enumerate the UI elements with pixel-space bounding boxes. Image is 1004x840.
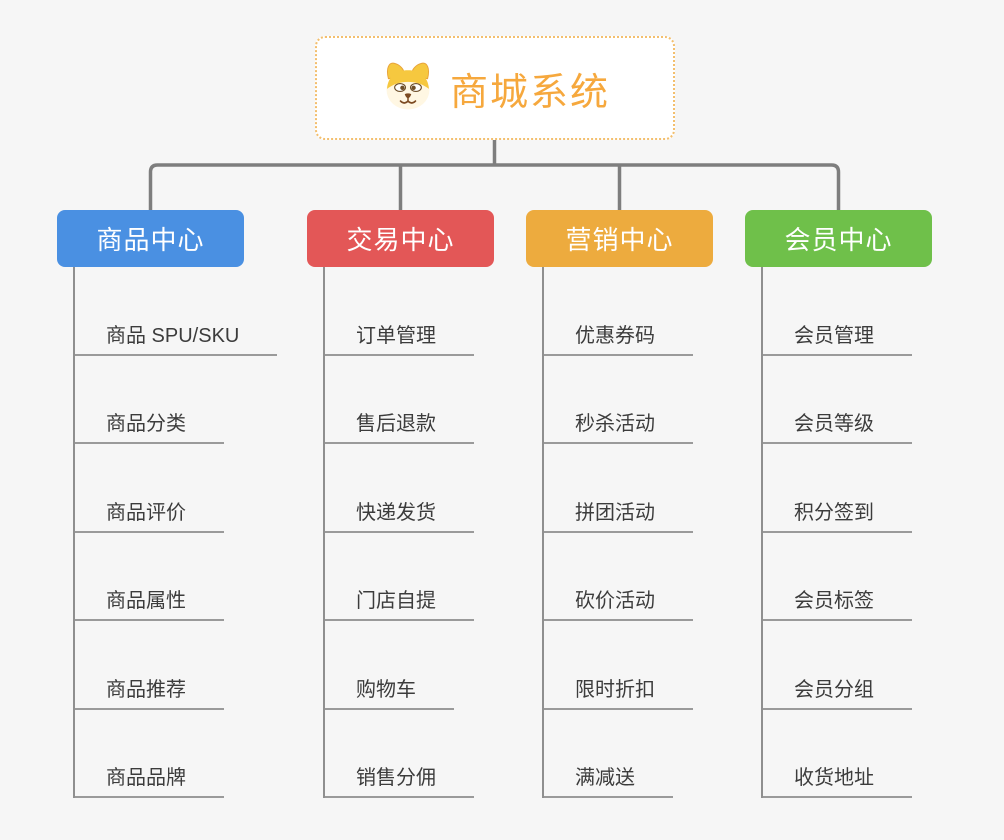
- leaf-column-marketing: 优惠券码 秒杀活动 拼团活动 砍价活动 限时折扣 满减送: [542, 267, 693, 798]
- leaf-node[interactable]: 购物车: [325, 621, 454, 710]
- branch-trade-center[interactable]: 交易中心: [307, 210, 494, 267]
- leaf-node[interactable]: 商品属性: [75, 533, 224, 621]
- leaf-node[interactable]: 商品品牌: [75, 710, 224, 798]
- branch-member-center[interactable]: 会员中心: [745, 210, 932, 267]
- branch-label: 营销中心: [565, 225, 674, 255]
- leaf-node[interactable]: 收货地址: [763, 710, 912, 798]
- leaf-node[interactable]: 门店自提: [325, 533, 474, 621]
- leaf-node[interactable]: 满减送: [544, 710, 673, 798]
- leaf-node[interactable]: 商品评价: [75, 444, 224, 533]
- branch-label: 会员中心: [784, 225, 893, 255]
- leaf-node[interactable]: 商品分类: [75, 356, 224, 444]
- leaf-column-trade: 订单管理 售后退款 快递发货 门店自提 购物车 销售分佣: [323, 267, 474, 798]
- leaf-node[interactable]: 拼团活动: [544, 444, 693, 533]
- leaf-node[interactable]: 售后退款: [325, 356, 474, 444]
- leaf-node[interactable]: 快递发货: [325, 444, 474, 533]
- branch-product-center[interactable]: 商品中心: [57, 210, 244, 267]
- leaf-column-member: 会员管理 会员等级 积分签到 会员标签 会员分组 收货地址: [761, 267, 912, 798]
- leaf-node[interactable]: 积分签到: [763, 444, 912, 533]
- leaf-node[interactable]: 销售分佣: [325, 710, 474, 798]
- branch-label: 交易中心: [346, 225, 455, 255]
- leaf-node[interactable]: 优惠券码: [544, 267, 693, 356]
- leaf-node[interactable]: 限时折扣: [544, 621, 693, 710]
- dog-face-icon: [386, 62, 430, 110]
- leaf-node[interactable]: 砍价活动: [544, 533, 693, 621]
- root-node[interactable]: 商城系统: [315, 36, 675, 140]
- leaf-column-product: 商品 SPU/SKU 商品分类 商品评价 商品属性 商品推荐 商品品牌: [73, 267, 278, 798]
- leaf-node[interactable]: 会员等级: [763, 356, 912, 444]
- leaf-node[interactable]: 商品 SPU/SKU: [75, 267, 278, 356]
- root-title: 商城系统: [449, 71, 610, 114]
- leaf-node[interactable]: 订单管理: [325, 267, 474, 356]
- leaf-node[interactable]: 秒杀活动: [544, 356, 693, 444]
- leaf-node[interactable]: 会员标签: [763, 533, 912, 621]
- branch-label: 商品中心: [96, 225, 205, 255]
- branch-marketing-center[interactable]: 营销中心: [526, 210, 713, 267]
- leaf-node[interactable]: 商品推荐: [75, 621, 224, 710]
- leaf-node[interactable]: 会员管理: [763, 267, 912, 356]
- leaf-node[interactable]: 会员分组: [763, 621, 912, 710]
